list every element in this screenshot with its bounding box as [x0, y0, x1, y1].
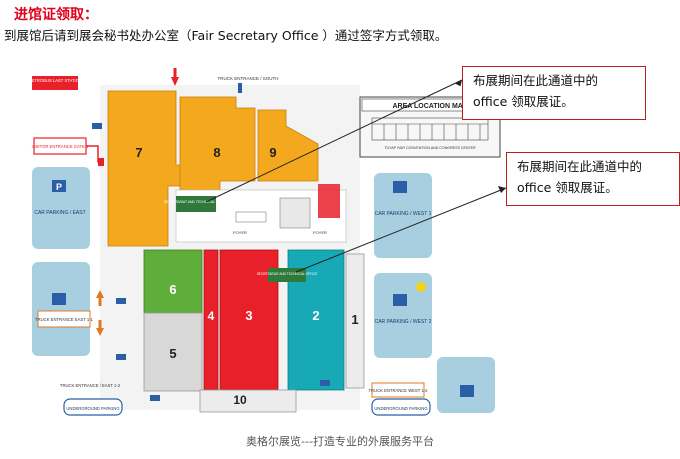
callout-box-1: 布展期间在此通道中的 office 领取展证。	[462, 66, 646, 120]
callout-2-line-2: office 领取展证。	[517, 180, 618, 195]
truck-entrance-east-1-1: TRUCK ENTRANCE EAST 1-1	[35, 290, 104, 336]
callout-pointer-1-arrow	[454, 80, 462, 87]
svg-text:VISITOR ENTRANCE GATE 1: VISITOR ENTRANCE GATE 1	[32, 144, 89, 149]
parking-west-2: CAR PARKING / WEST 2	[374, 273, 432, 358]
entry-arrow-shaft	[173, 68, 177, 78]
hall-8-number: 8	[213, 145, 220, 160]
truck-entrance-west-1-2: TRUCK ENTRANCE WEST 1-2	[368, 382, 428, 398]
hall-5[interactable]	[143, 312, 203, 392]
callout-pointer-2	[295, 187, 507, 273]
car-parking-west-label: CAR PARKING / WEST 1	[375, 211, 432, 217]
entry-arrow-icon	[171, 77, 179, 86]
hall-9[interactable]	[257, 109, 319, 182]
hall-1[interactable]	[345, 253, 365, 389]
hall-3-number: 3	[245, 308, 252, 323]
car-parking-east-label: CAR PARKING / EAST	[34, 210, 85, 216]
hall-6[interactable]	[143, 249, 203, 314]
svg-text:TRUCK ENTRANCE / SOUTH: TRUCK ENTRANCE / SOUTH	[217, 76, 278, 81]
hall-6-number: 6	[169, 282, 176, 297]
foyer-info-box	[235, 211, 267, 223]
svg-text:AREA LOCATION MAP: AREA LOCATION MAP	[392, 103, 467, 110]
hall-10-number: 10	[233, 393, 247, 407]
callout-2-line-1: 布展期间在此通道中的	[517, 159, 643, 174]
svg-text:UNDERGROUND PARKING: UNDERGROUND PARKING	[66, 406, 119, 411]
metrobus-station: METROBUS LAST STATION	[28, 76, 82, 90]
hall-10[interactable]	[199, 389, 297, 413]
svg-text:METROBUS LAST STATION: METROBUS LAST STATION	[28, 78, 82, 83]
foyer-stairs	[279, 197, 311, 229]
svg-text:TÜYAP FAIR CONVENTION AND CONG: TÜYAP FAIR CONVENTION AND CONGRESS CENTE…	[384, 146, 476, 150]
callout-box-2: 布展期间在此通道中的 office 领取展证。	[506, 152, 680, 206]
parking-east: P CAR PARKING / EAST	[32, 167, 90, 249]
hall-9-number: 9	[269, 145, 276, 160]
exhibition-office-block	[318, 184, 340, 218]
visitor-entrance: VISITOR ENTRANCE GATE 1	[32, 137, 104, 166]
info-tags	[92, 123, 330, 401]
callout-1-line-2: office 领取展证。	[473, 94, 574, 109]
truck-entrance-south: TRUCK ENTRANCE / SOUTH	[217, 76, 279, 93]
underground-parking-east: UNDERGROUND PARKING	[63, 398, 123, 416]
hall-4-number: 4	[208, 309, 215, 323]
foyer-label-2: FOYER	[313, 230, 327, 235]
instruction-text: 到展馆后请到展会秘书处办公室（Fair Secretary Office ）通过…	[4, 28, 448, 43]
hall-2-number: 2	[312, 308, 319, 323]
callout-pointer-1	[205, 79, 463, 203]
car-parking-west2-label: CAR PARKING / WEST 2	[375, 319, 432, 325]
svg-text:TRUCK ENTRANCE EAST 1-1: TRUCK ENTRANCE EAST 1-1	[35, 317, 94, 322]
page-heading: 进馆证领取：	[14, 7, 98, 23]
svg-text:SECRETARIAT AND TECHNICAL OFFI: SECRETARIAT AND TECHNICAL OFFICE	[257, 272, 318, 276]
svg-text:SECRETARIAT AND TECHNICAL OFFI: SECRETARIAT AND TECHNICAL OFFICE	[164, 200, 229, 204]
hall-8[interactable]	[179, 96, 256, 191]
foyer-label: FOYER	[233, 230, 247, 235]
callout-pointer-2-arrow	[498, 186, 506, 193]
parking-west-1: CAR PARKING / WEST 1	[374, 173, 432, 258]
callout-1-line-1: 布展期间在此通道中的	[473, 73, 599, 88]
hall-1-number: 1	[351, 312, 358, 327]
hall-5-number: 5	[169, 346, 176, 361]
parking-p-label: P	[56, 182, 62, 192]
truck-entrance-east-1-2: TRUCK ENTRANCE / EAST 1-2	[60, 383, 121, 388]
hall-7-number: 7	[135, 145, 142, 160]
secretary-office-north[interactable]	[176, 196, 216, 212]
footer-caption: 奥格尔展览---打造专业的外展服务平台	[246, 435, 434, 448]
parking-south-west	[437, 357, 495, 413]
svg-text:TRUCK ENTRANCE WEST 1-2: TRUCK ENTRANCE WEST 1-2	[368, 388, 428, 393]
svg-text:TRUCK ENTRANCE / EAST 1-2: TRUCK ENTRANCE / EAST 1-2	[60, 383, 121, 388]
underground-parking-west: UNDERGROUND PARKING	[371, 398, 431, 416]
parking-east-2	[32, 262, 90, 356]
svg-text:UNDERGROUND PARKING: UNDERGROUND PARKING	[374, 406, 427, 411]
